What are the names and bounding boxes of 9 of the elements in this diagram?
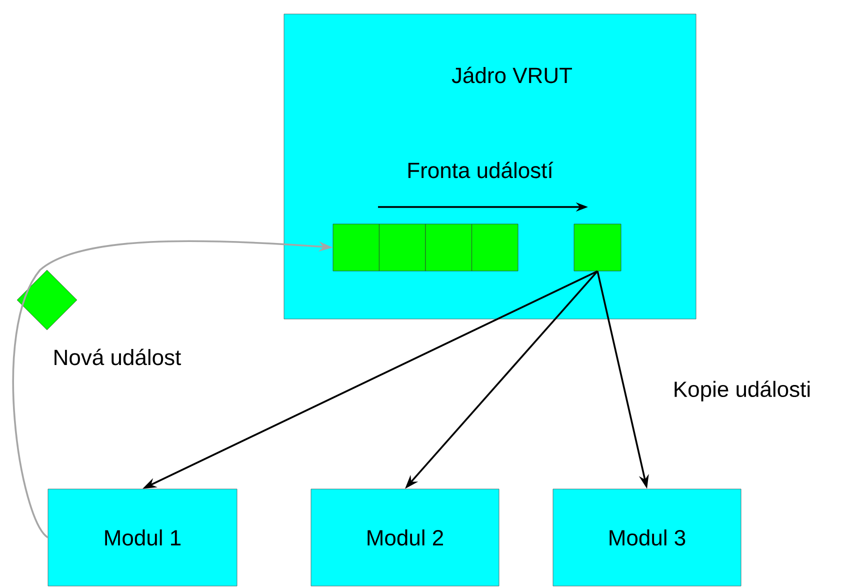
- event-diamond: [16, 270, 78, 330]
- event-square: [574, 224, 622, 272]
- caption-text: Fronta událostí: [408, 162, 554, 178]
- module-box: Modul 1: [48, 488, 238, 586]
- caption-text: Nová událost: [54, 348, 181, 366]
- queue-bar: [332, 224, 518, 272]
- module-box: Modul 3: [552, 488, 742, 586]
- module-box: Modul 2: [310, 488, 500, 586]
- edge-label: Kopie události: [670, 378, 814, 404]
